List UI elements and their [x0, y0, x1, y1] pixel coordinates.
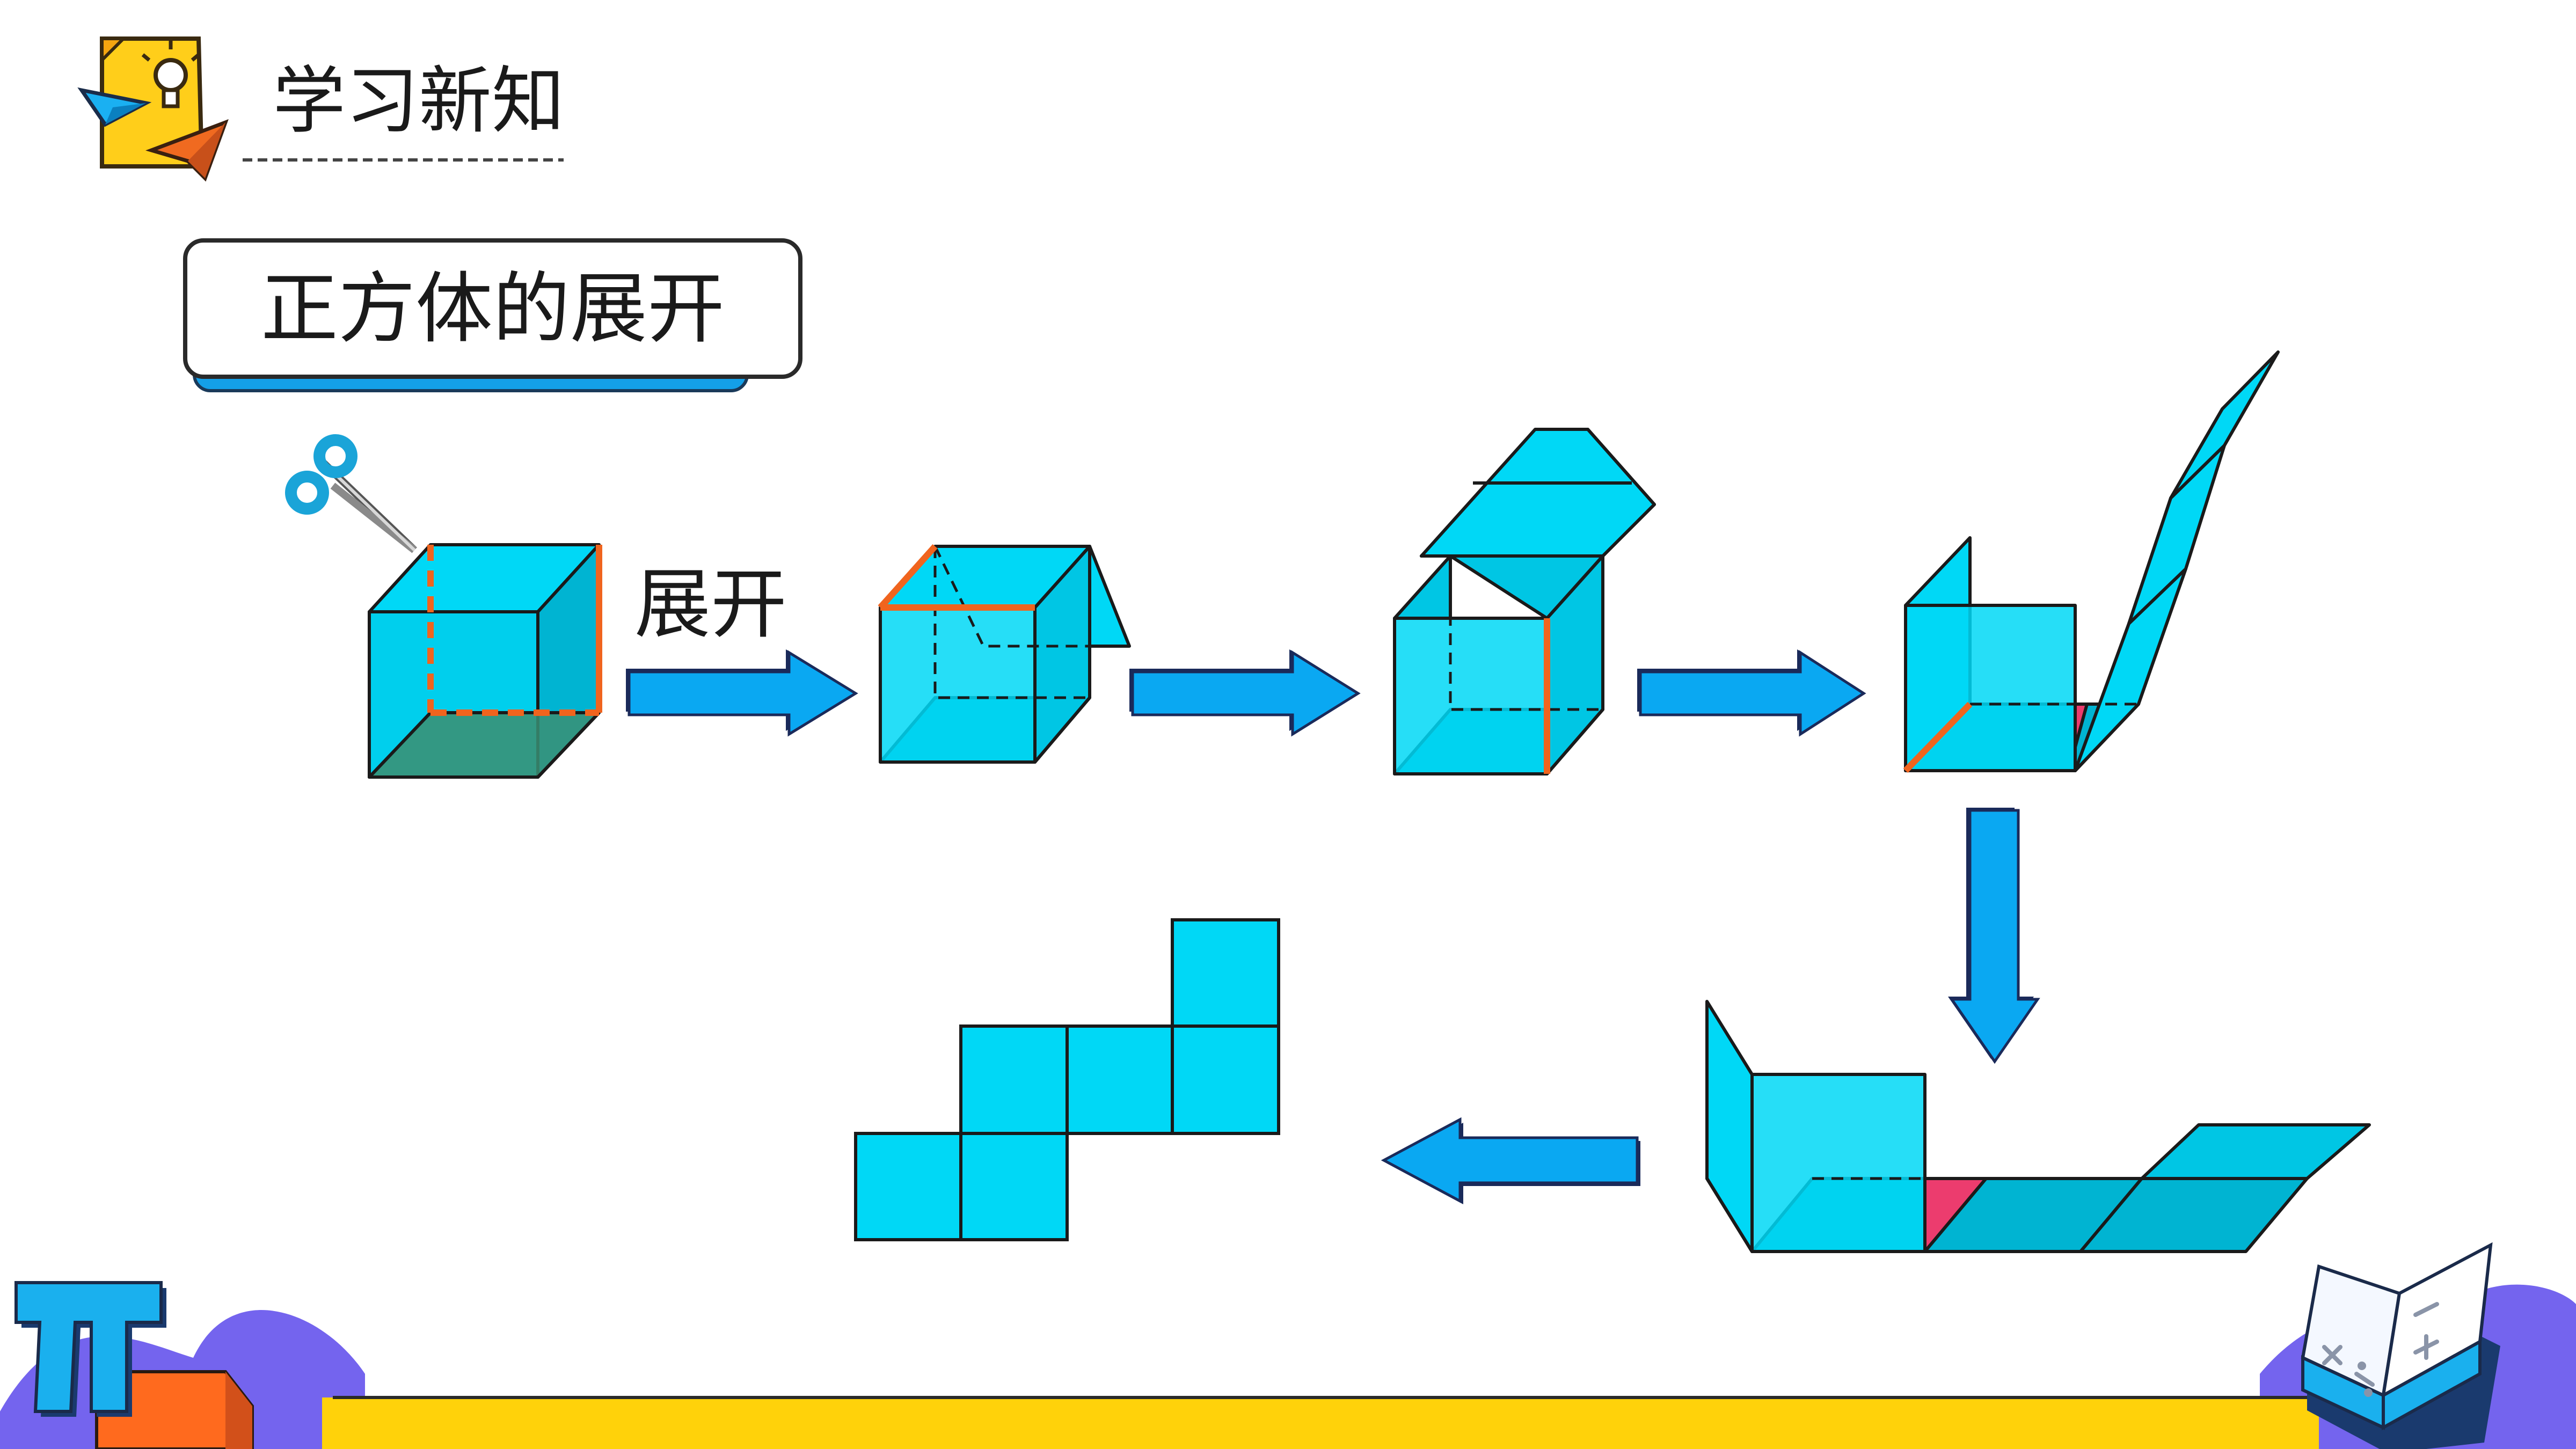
arrow-right-1	[626, 649, 858, 737]
net-face-1	[1171, 918, 1280, 1028]
page-title: 学习新知	[273, 59, 565, 144]
scissors-icon	[285, 434, 417, 553]
arrow-down	[1948, 808, 2040, 1064]
cube-step-5	[1705, 1000, 2371, 1253]
cut-edges-step-1	[427, 545, 602, 716]
net-face-5	[854, 1132, 962, 1241]
cut-edge-step-4	[1903, 701, 1973, 773]
arrow-right-3	[1637, 649, 1866, 737]
net-face-3	[1066, 1024, 1174, 1135]
net-face-2	[959, 1024, 1069, 1135]
arrow-left	[1381, 1117, 1640, 1204]
lightbulb-paper-plane-icon	[77, 36, 229, 182]
cut-edges-step-2	[878, 544, 1035, 611]
cube-step-1	[368, 543, 601, 779]
unfold-label: 展开	[634, 560, 787, 649]
section-label-box	[183, 238, 802, 392]
bottom-decoration	[0, 1284, 2576, 1449]
cube-net	[854, 918, 1280, 1241]
cube-step-3	[1393, 428, 1656, 775]
cube-step-2	[879, 545, 1131, 764]
pi-symbol-icon	[14, 1281, 166, 1417]
math-book-icon	[2301, 1242, 2500, 1449]
net-face-4	[1171, 1024, 1280, 1135]
cube-step-4	[1904, 350, 2280, 772]
net-face-6	[959, 1132, 1069, 1241]
section-label: 正方体的展开	[261, 264, 725, 354]
arrow-right-2	[1129, 649, 1361, 737]
